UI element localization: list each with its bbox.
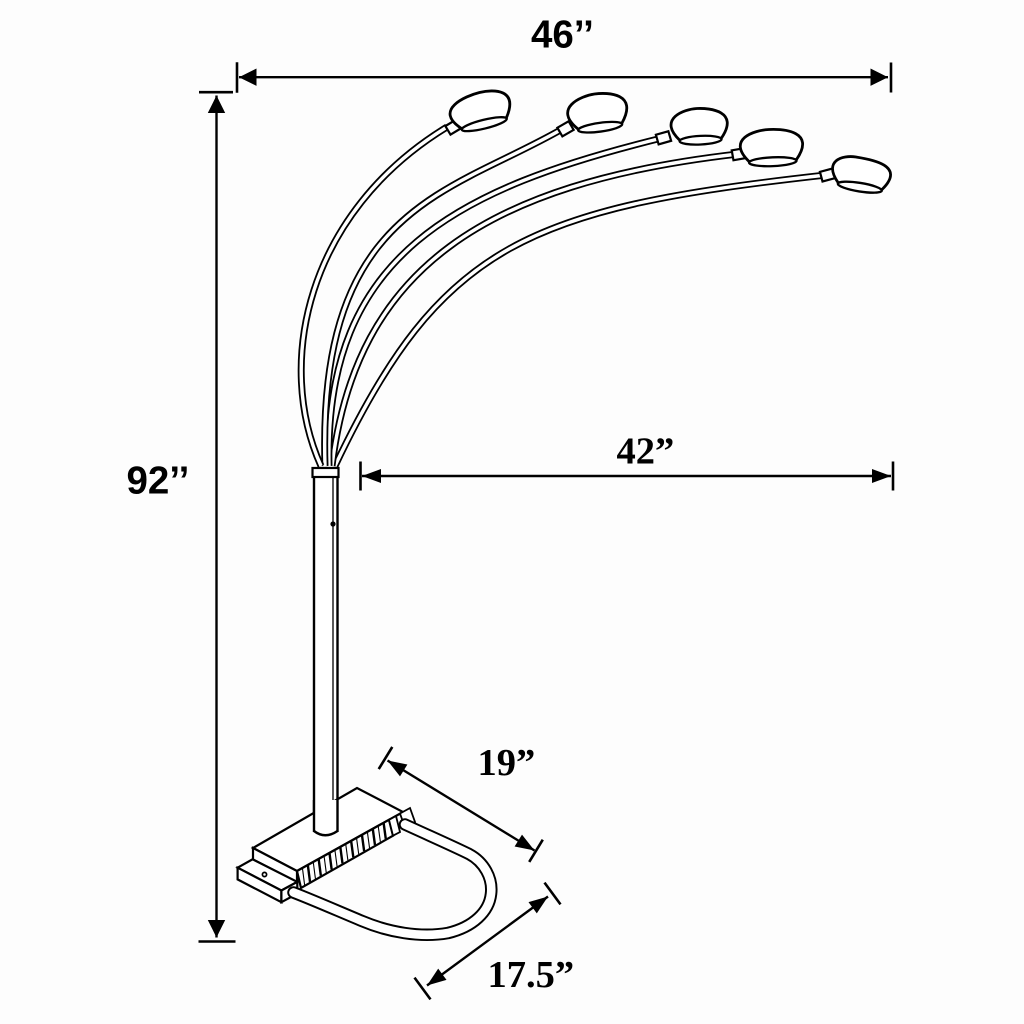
svg-text:42”: 42”: [617, 431, 675, 473]
svg-text:92’’: 92’’: [127, 460, 190, 503]
svg-text:46’’: 46’’: [531, 14, 594, 57]
svg-text:17.5”: 17.5”: [488, 954, 575, 996]
svg-text:19”: 19”: [478, 742, 536, 784]
